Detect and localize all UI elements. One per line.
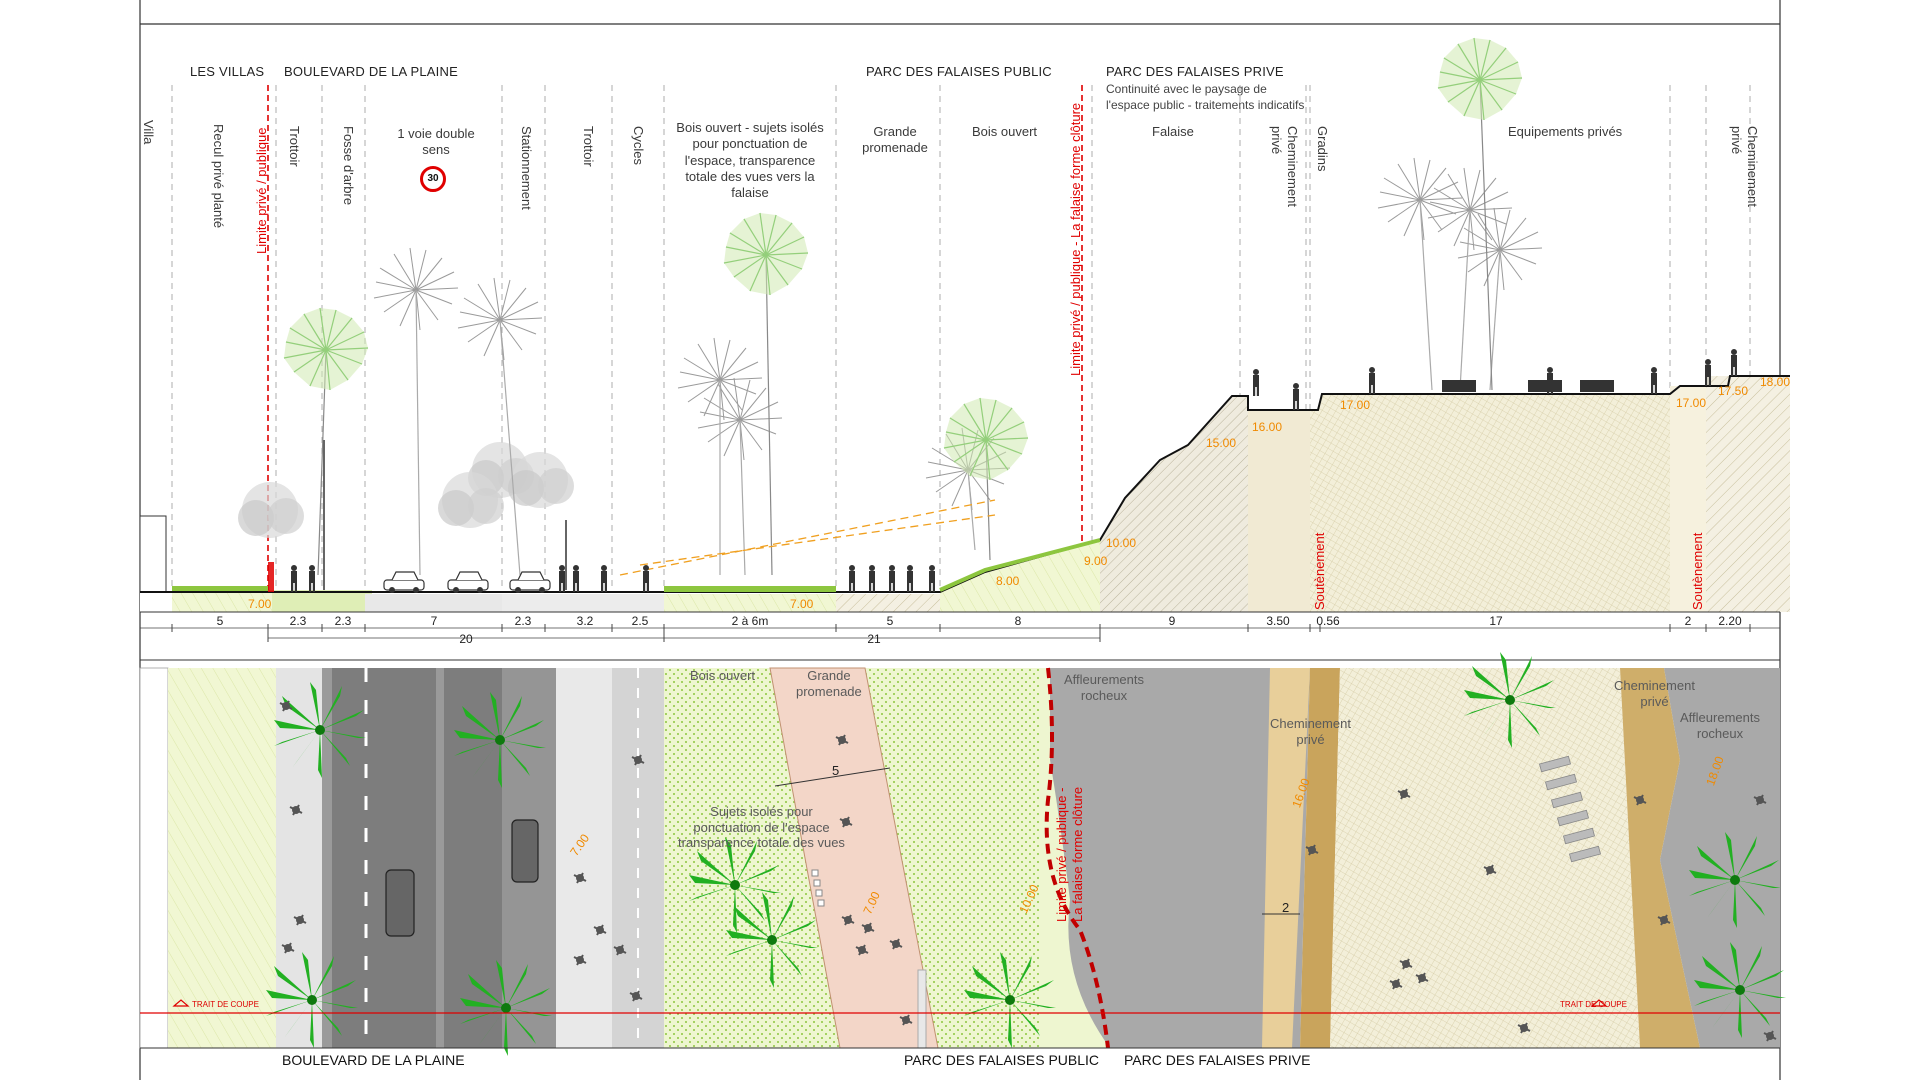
plan-width-promenade: 5	[832, 763, 840, 778]
column-label-cycles: Cycles	[631, 126, 646, 166]
zone-title-les-villas: LES VILLAS	[190, 64, 265, 79]
dimension-cycles: 2.5	[631, 614, 649, 628]
dimension-soutenement: 2	[1684, 614, 1692, 628]
plan-label-cheminement-1: Cheminement privé	[1270, 716, 1351, 747]
column-label-villa: Villa	[141, 120, 156, 145]
trait-de-coupe-left: TRAIT DE COUPE	[192, 1000, 259, 1009]
column-label-bois-ouvert-desc: Bois ouvert - sujets isolés pour ponctua…	[676, 120, 824, 200]
plan-label-affleurements-1: Affleurements rocheux	[1064, 672, 1144, 703]
column-label-trottoir-1: Trottoir	[287, 126, 302, 167]
dimension-total-parc: 21	[867, 632, 881, 646]
elevation-16-00: 16.00	[1252, 420, 1283, 434]
zone-title-parc-public: PARC DES FALAISES PUBLIC	[866, 64, 1052, 79]
elevation-7-00-b: 7.00	[790, 597, 814, 611]
column-label-falaise: Falaise	[1152, 124, 1194, 139]
dimension-stationnement: 2.3	[514, 614, 532, 628]
dimension-cheminement-2: 2.20	[1718, 614, 1742, 628]
elevation-9-00: 9.00	[1084, 554, 1108, 568]
column-label-cheminement: Cheminement privé	[1269, 126, 1300, 207]
plan-label-cheminement-2: Cheminement privé	[1614, 678, 1695, 709]
elevation-17-00-a: 17.00	[1340, 398, 1371, 412]
column-label-limite: Limite privé / publique	[254, 127, 269, 254]
column-label-cheminement-2: Cheminement privé	[1729, 126, 1760, 207]
trait-de-coupe-right: TRAIT DE COUPE	[1560, 1000, 1627, 1009]
plan-width-cheminement: 2	[1282, 900, 1290, 915]
column-label-recul: Recul privé planté	[211, 124, 226, 229]
soutenement-label-2: Soutènement	[1690, 532, 1705, 610]
dimension-falaise: 9	[1168, 614, 1176, 628]
elevation-8-00: 8.00	[996, 574, 1020, 588]
zone-note-parc-prive: Continuité avec le paysage de l'espace p…	[1106, 82, 1305, 112]
plan-label-limite: Limite privé / publique - La falaise for…	[1054, 786, 1085, 922]
dimension-trottoir-1: 2.3	[289, 614, 307, 628]
plan-label-affleurements-2: Affleurements rocheux	[1680, 710, 1760, 741]
column-label-stationnement: Stationnement	[519, 126, 534, 210]
dimension-trottoir-2: 3.2	[576, 614, 594, 628]
column-label-bois-ouvert: Bois ouvert	[972, 124, 1038, 139]
soutenement-label-1: Soutènement	[1312, 532, 1327, 610]
dimension-recul: 5	[216, 614, 224, 628]
elevation-18-00: 18.00	[1760, 375, 1791, 389]
dimension-voie: 7	[430, 614, 438, 628]
elevation-7-00-a: 7.00	[248, 597, 272, 611]
dimension-fosse: 2.3	[334, 614, 352, 628]
column-label-trottoir-2: Trottoir	[581, 126, 596, 167]
dimension-gradins: 0.56	[1316, 614, 1340, 628]
footer-parc-public: PARC DES FALAISES PUBLIC	[904, 1052, 1100, 1068]
column-label-gradins: Gradins	[1315, 126, 1330, 172]
elevation-17-50: 17.50	[1718, 384, 1749, 398]
elevation-15-00: 15.00	[1206, 436, 1237, 450]
plan-label-sujets: Sujets isolés pour ponctuation de l'espa…	[678, 804, 845, 851]
zone-title-parc-prive: PARC DES FALAISES PRIVE	[1106, 64, 1284, 79]
zone-title-boulevard: BOULEVARD DE LA PLAINE	[284, 64, 458, 79]
elevation-17-00-b: 17.00	[1676, 396, 1707, 410]
dimension-total-boulevard: 20	[459, 632, 473, 646]
dimension-bois: 8	[1014, 614, 1022, 628]
column-label-fosse: Fosse d'arbre	[341, 126, 356, 206]
dimension-cheminement: 3.50	[1266, 614, 1290, 628]
dimension-bois-ouvert: 2 à 6m	[731, 614, 769, 628]
footer-parc-prive: PARC DES FALAISES PRIVE	[1124, 1052, 1311, 1068]
speed-limit-sign: 30	[420, 166, 446, 192]
plan-label-grande-promenade: Grande promenade	[796, 668, 862, 699]
column-label-limite-falaise: Limite privé / publique - La falaise for…	[1068, 102, 1083, 376]
column-label-grande-promenade: Grande promenade	[862, 124, 928, 156]
footer-boulevard: BOULEVARD DE LA PLAINE	[282, 1052, 465, 1068]
column-label-voie: 1 voie double sens	[397, 126, 475, 158]
elevation-10-00: 10.00	[1106, 536, 1137, 550]
plan-label-bois-ouvert: Bois ouvert	[690, 668, 756, 683]
column-label-equipements: Equipements privés	[1508, 124, 1623, 139]
dimension-promenade: 5	[886, 614, 894, 628]
dimension-equipements: 17	[1489, 614, 1503, 628]
